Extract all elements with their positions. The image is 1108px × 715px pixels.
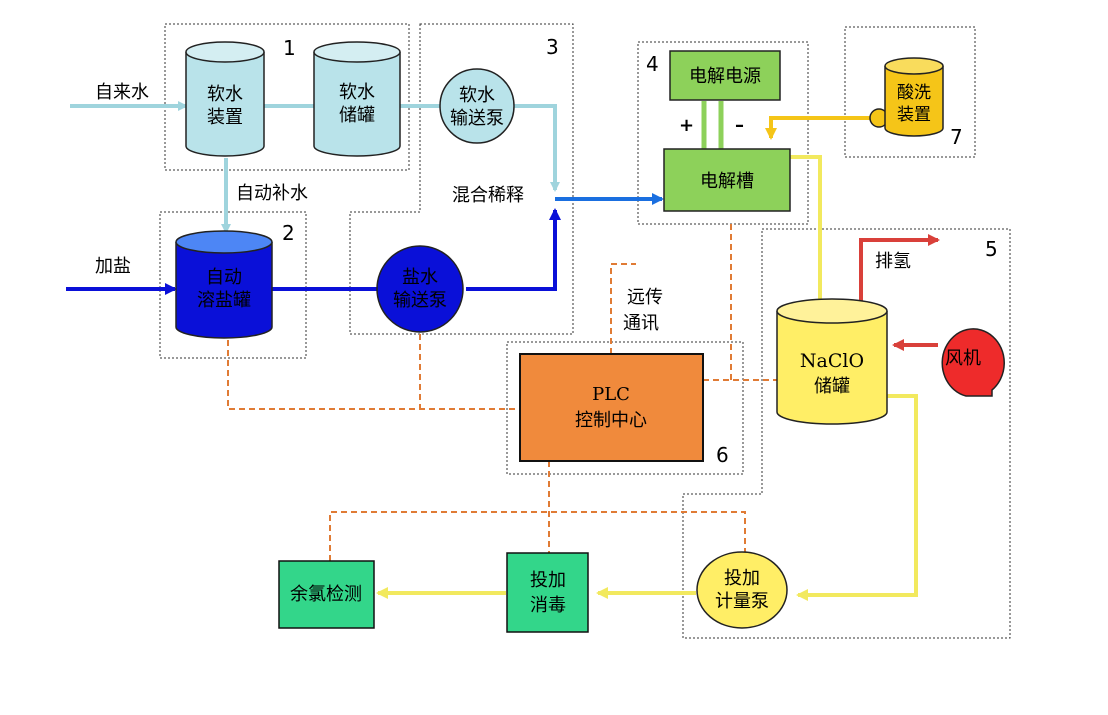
zone-4-box <box>637 41 809 225</box>
electrolyzer-label: 电解槽 <box>700 171 754 192</box>
zone-3-box <box>349 23 574 335</box>
naclo-tank: NaClO 储罐 <box>776 298 888 425</box>
softener-body <box>185 52 265 157</box>
electrolyzer-box <box>663 148 791 212</box>
naclo-tank-top <box>776 298 888 324</box>
softener-top <box>185 41 265 63</box>
mix-dilute-label: 混合稀释 <box>452 185 524 206</box>
softener-label-2: 装置 <box>207 107 243 128</box>
salt-dissolver-tank: 自动 溶盐罐 <box>175 230 273 339</box>
naclo-tank-label-2: 储罐 <box>814 376 850 397</box>
hydrogen-vent-label: 排氢 <box>875 251 911 272</box>
brine-pump-label-2: 输送泵 <box>393 290 447 311</box>
hydrogen-vent-arrow <box>859 234 940 303</box>
acid-wash-body <box>884 66 944 137</box>
acid-wash-top <box>884 57 944 75</box>
acid-wash-line <box>765 116 870 140</box>
plc-label-2: 控制中心 <box>575 410 647 431</box>
disinfection-dosing: 投加 消毒 <box>506 552 589 633</box>
line-tank-dosing <box>796 394 918 601</box>
acid-wash-label-1: 酸洗 <box>897 83 931 103</box>
plc-control-center: PLC 控制中心 <box>519 353 704 462</box>
zone-label-6: 6 <box>716 443 729 467</box>
line-cell-tank <box>790 155 822 300</box>
dosing-metering-pump: 投加 计量泵 <box>696 551 788 629</box>
fan-body <box>941 328 1005 397</box>
zone-label-5: 5 <box>985 237 998 261</box>
brine-lines <box>66 208 561 295</box>
zone-label-2: 2 <box>282 221 295 245</box>
zone-7-box <box>844 26 976 158</box>
zone-boxes <box>159 23 1011 639</box>
disinfect-label-2: 消毒 <box>530 595 566 616</box>
fan-unit: 风机 <box>941 328 1005 397</box>
soft-pump-circle <box>439 68 515 144</box>
brine-pump-circle <box>376 245 464 333</box>
electrolyzer: 电解槽 <box>663 148 791 212</box>
dosing-pump-circle <box>696 551 788 629</box>
zone-1-box <box>164 23 410 171</box>
zone-6-box <box>506 341 744 475</box>
soft-pump-label-1: 软水 <box>459 85 495 106</box>
control-line-branch <box>329 511 746 561</box>
acid-wash-label-2: 装置 <box>897 105 931 125</box>
zone-2-box <box>159 211 307 359</box>
add-salt-label: 加盐 <box>95 256 131 277</box>
line-pump-mix-up <box>466 208 561 291</box>
dissolver-label-1: 自动 <box>206 267 242 288</box>
residual-chlorine-test: 余氯检测 <box>278 560 375 629</box>
brine-pump-label-1: 盐水 <box>402 267 438 288</box>
soft-tank-top <box>313 41 401 63</box>
residual-label: 余氯检测 <box>290 584 362 605</box>
remote-comm-label-1: 远传 <box>627 287 663 308</box>
disinfect-box <box>506 552 589 633</box>
zone-label-7: 7 <box>950 125 963 149</box>
plc-label-1: PLC <box>592 384 630 405</box>
acid-wash-unit: 酸洗 装置 <box>869 57 944 137</box>
power-supply-box <box>669 50 781 101</box>
soft-water-tank: 软水 储罐 <box>313 41 401 157</box>
soft-tank-body <box>313 52 401 157</box>
auto-refill-label: 自动补水 <box>236 183 308 204</box>
zone-label-3: 3 <box>546 35 559 59</box>
dissolver-label-2: 溶盐罐 <box>197 290 251 311</box>
polarity-plus: + <box>679 115 694 136</box>
control-line-dissolver <box>227 340 520 410</box>
control-line-remote <box>610 263 636 354</box>
naclo-lines <box>376 155 918 601</box>
dissolver-body <box>175 242 273 339</box>
soft-water-pump: 软水 输送泵 <box>439 68 515 144</box>
soft-water-lines <box>70 101 560 234</box>
residual-box <box>278 560 375 629</box>
naclo-tank-body <box>776 311 888 425</box>
line-pump-mix <box>512 104 560 192</box>
control-lines <box>227 224 777 561</box>
soft-tank-label-1: 软水 <box>339 82 375 103</box>
softener-label-1: 软水 <box>207 84 243 105</box>
zone-5-box <box>682 228 1011 639</box>
brine-pump: 盐水 输送泵 <box>376 245 464 333</box>
dissolver-top <box>175 230 273 254</box>
polarity-minus: – <box>735 115 744 136</box>
soft-tank-label-2: 储罐 <box>339 105 375 126</box>
power-leads <box>701 101 724 149</box>
zone-label-4: 4 <box>646 52 659 76</box>
dosing-pump-label-1: 投加 <box>724 568 760 589</box>
softener-unit: 软水 装置 <box>185 41 265 157</box>
dosing-pump-label-2: 计量泵 <box>715 591 769 612</box>
plc-box <box>519 353 704 462</box>
tap-water-label: 自来水 <box>95 82 149 103</box>
fan-label: 风机 <box>945 348 981 369</box>
disinfect-label-1: 投加 <box>530 570 566 591</box>
remote-comm-label-2: 通讯 <box>623 313 659 334</box>
naclo-tank-label-1: NaClO <box>800 350 864 372</box>
power-supply-label: 电解电源 <box>689 66 761 87</box>
power-supply: 电解电源 <box>669 50 781 101</box>
zone-label-1: 1 <box>283 36 296 60</box>
soft-pump-label-2: 输送泵 <box>450 108 504 129</box>
